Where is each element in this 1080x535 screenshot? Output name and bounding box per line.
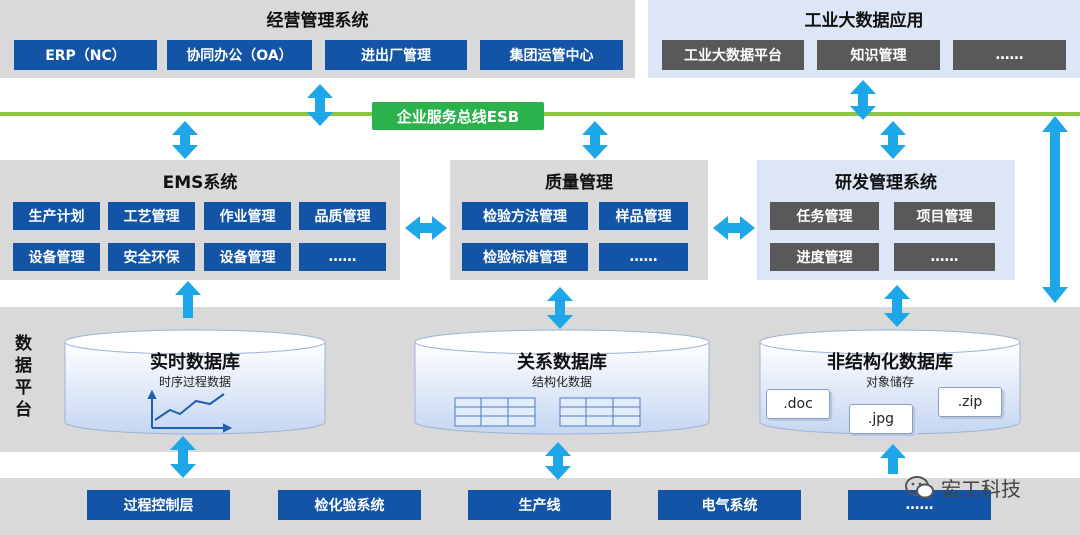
group-ops-center-box[interactable]: 集团运管中心 xyxy=(480,40,623,70)
unstructured-db-subtitle: 对象储存 xyxy=(865,375,914,389)
operation-management-box[interactable]: 作业管理 xyxy=(204,202,291,230)
equipment-management-box-1[interactable]: 设备管理 xyxy=(13,243,100,271)
jpg-file-icon: .jpg xyxy=(849,404,913,434)
relational-db-subtitle: 结构化数据 xyxy=(531,375,592,389)
realtime-db: 实时数据库 时序过程数据 xyxy=(65,340,325,389)
arrow-quality-rnd xyxy=(713,216,755,240)
relational-db-title: 关系数据库 xyxy=(517,352,607,373)
arrow-bigdata-esb xyxy=(850,80,876,120)
unstructured-db-title: 非结构化数据库 xyxy=(827,352,953,373)
realtime-db-title: 实时数据库 xyxy=(150,352,240,373)
table-icon-2 xyxy=(559,397,641,427)
gate-management-box[interactable]: 进出厂管理 xyxy=(325,40,467,70)
equipment-management-box-2[interactable]: 设备管理 xyxy=(204,243,291,271)
arrow-ems-realtime xyxy=(175,281,201,318)
more-apps-box[interactable]: …… xyxy=(953,40,1066,70)
task-management-box[interactable]: 任务管理 xyxy=(770,202,879,230)
arrow-esb-rnd xyxy=(880,121,906,159)
quality-more-box[interactable]: …… xyxy=(599,243,688,271)
arrow-right-long xyxy=(1042,116,1068,303)
industrial-bigdata-title: 工业大数据应用 xyxy=(804,11,924,31)
production-line-box[interactable]: 生产线 xyxy=(468,490,611,520)
arrow-unstructured-bottom xyxy=(880,444,906,474)
inspection-method-box[interactable]: 检验方法管理 xyxy=(462,202,588,230)
process-management-box[interactable]: 工艺管理 xyxy=(108,202,195,230)
watermark-text: 宏工科技 xyxy=(941,477,1021,501)
data-platform-label: 数据平台 xyxy=(15,333,35,421)
realtime-db-cylinder xyxy=(64,329,326,435)
business-management-title: 经营管理系统 xyxy=(266,11,369,31)
bigdata-platform-box[interactable]: 工业大数据平台 xyxy=(662,40,804,70)
arrow-esb-quality xyxy=(582,121,608,159)
zip-file-icon: .zip xyxy=(938,387,1002,417)
lab-inspection-box[interactable]: 检化验系统 xyxy=(278,490,421,520)
project-management-box[interactable]: 项目管理 xyxy=(894,202,995,230)
arrow-business-esb xyxy=(307,84,333,126)
inspection-standard-box[interactable]: 检验标准管理 xyxy=(462,243,588,271)
table-icon-1 xyxy=(454,397,536,427)
safety-env-box[interactable]: 安全环保 xyxy=(108,243,195,271)
watermark: 宏工科技 xyxy=(905,473,1021,502)
process-control-box[interactable]: 过程控制层 xyxy=(87,490,230,520)
quality-title: 质量管理 xyxy=(545,173,613,193)
erp-box[interactable]: ERP（NC） xyxy=(14,40,157,70)
rnd-title: 研发管理系统 xyxy=(835,173,937,193)
arrow-relational-bottom xyxy=(545,442,571,480)
arrow-quality-relational xyxy=(547,287,573,329)
electrical-system-box[interactable]: 电气系统 xyxy=(658,490,801,520)
sample-management-box[interactable]: 样品管理 xyxy=(599,202,688,230)
wechat-icon xyxy=(905,475,934,498)
knowledge-management-box[interactable]: 知识管理 xyxy=(817,40,940,70)
relational-db: 关系数据库 结构化数据 xyxy=(415,340,709,389)
doc-file-icon: .doc xyxy=(766,389,830,419)
esb-label: 企业服务总线ESB xyxy=(372,102,544,130)
data-platform-label-text: 数据平台 xyxy=(15,334,32,420)
arrow-ems-quality xyxy=(405,216,447,240)
arrow-realtime-bottom xyxy=(170,436,196,478)
production-plan-box[interactable]: 生产计划 xyxy=(13,202,100,230)
ems-more-box[interactable]: …… xyxy=(299,243,386,271)
trend-chart-icon xyxy=(147,389,233,433)
unstructured-db: 非结构化数据库 对象储存 xyxy=(760,340,1020,389)
arrow-rnd-unstructured xyxy=(884,285,910,327)
quality-control-box[interactable]: 品质管理 xyxy=(299,202,386,230)
rnd-more-box[interactable]: …… xyxy=(894,243,995,271)
realtime-db-subtitle: 时序过程数据 xyxy=(158,375,231,389)
oa-box[interactable]: 协同办公（OA） xyxy=(167,40,312,70)
arrow-esb-ems xyxy=(172,121,198,159)
progress-management-box[interactable]: 进度管理 xyxy=(770,243,879,271)
ems-title: EMS系统 xyxy=(162,173,238,193)
